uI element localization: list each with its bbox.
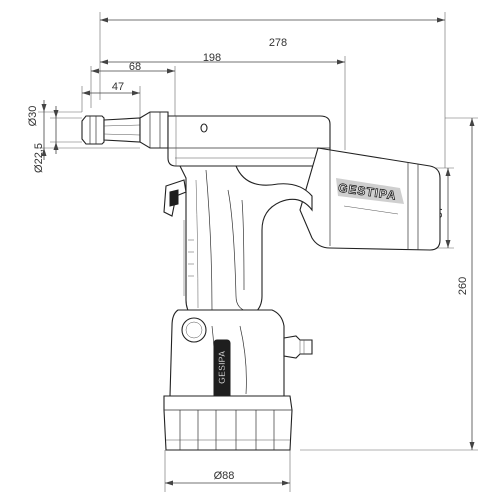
dim-label-nose-diameter-inner: Ø22,5 xyxy=(33,143,45,173)
air-inlet xyxy=(283,335,313,359)
dim-label-base-diameter: Ø88 xyxy=(214,470,235,482)
nose-piece xyxy=(81,111,169,149)
dimension-nose-diameters: Ø30 Ø22,5 xyxy=(27,100,140,173)
base-ring xyxy=(163,395,293,451)
dimension-overall-length: 278 xyxy=(99,12,446,168)
dim-label-nose-length: 47 xyxy=(112,81,124,93)
dim-label-nose-to-trigger: 68 xyxy=(129,61,141,73)
main-barrel xyxy=(167,115,331,167)
base-logo: GESIPA xyxy=(217,350,227,384)
dim-label-overall-length: 278 xyxy=(269,37,287,49)
dimension-base-diameter: Ø88 xyxy=(164,450,291,492)
rivet-tool: GESTIPA GESIPA xyxy=(81,111,441,451)
handle xyxy=(163,165,313,317)
dimension-head-to-body: 198 xyxy=(100,52,346,150)
dim-label-nose-diameter-outer: Ø30 xyxy=(27,106,39,127)
dimension-nose-length: 47 xyxy=(81,81,141,118)
dimension-total-height: 260 xyxy=(300,117,478,451)
rear-cylinder: GESTIPA xyxy=(299,147,441,251)
lower-body: GESIPA xyxy=(169,309,313,401)
barrel-screw-icon xyxy=(200,123,208,133)
dim-label-head-to-body: 198 xyxy=(203,52,221,64)
release-knob xyxy=(181,317,207,343)
dimension-nose-to-trigger: 68 xyxy=(90,61,176,118)
dim-label-total-height: 260 xyxy=(457,277,469,295)
